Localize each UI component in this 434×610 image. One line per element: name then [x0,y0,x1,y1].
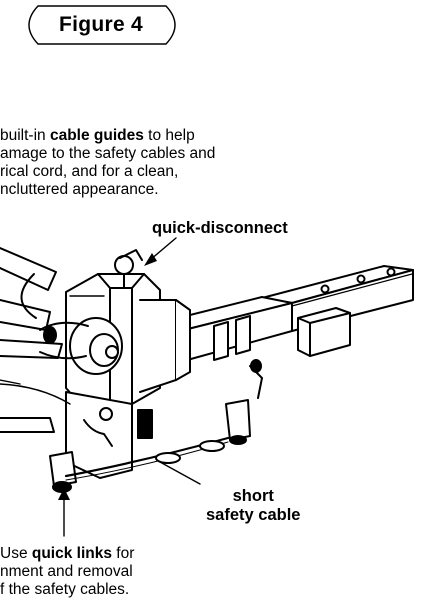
bracket-hole [99,407,113,421]
cable-guides-note-post: to help [143,127,195,144]
cable-guides-note-pre: built-in [0,127,50,144]
quick-links-term: quick links [31,545,112,562]
quick-disconnect-leader [149,237,177,261]
spring-bars [0,247,63,433]
short-safety-cable-label-line-2: safety cable [206,506,301,524]
quick-links-note-post: for [112,545,135,562]
tow-bar-hole [356,274,366,284]
quick-links-note-pre: Use [0,545,32,562]
quick-disconnect-label: quick-disconnect [152,219,288,237]
quick-links-note-line-2: nment and removal [0,563,133,580]
cable-guide-right [225,399,251,441]
tow-bar-hole [386,267,396,277]
short-safety-cable-label-line-1: short [232,487,274,505]
short-safety-cable-label: short safety cable [206,487,300,525]
cable-guides-note-line-2: amage to the safety cables and [0,145,216,162]
cable-guide-block [137,409,153,439]
quick-disconnect-knob [114,255,134,275]
head-assembly [39,249,191,407]
tow-bar-hole [320,284,330,294]
quick-links-note-line-1: Use quick links for [0,545,134,563]
cable-guides-note-line-3: rical cord, and for a clean, [0,163,179,180]
figure-badge: Figure 4 [16,4,186,46]
quick-links-note: Use quick links for nment and removal f … [0,545,134,599]
figure-title: Figure 4 [58,13,144,36]
cable-guides-term: cable guides [49,127,144,144]
lower-bracket [49,359,263,493]
cable-guide-left [49,451,77,487]
quick-links-note-line-3: f the safety cables. [0,581,130,598]
cable-guides-note: built-in cable guides to help amage to t… [0,127,215,199]
short-cable-leader [159,461,201,485]
figure-badge-outline [28,5,176,45]
cable-guides-note-line-4: ncluttered appearance. [0,181,159,198]
electrical-cord [0,383,71,405]
cable-guides-note-line-1: built-in cable guides to help [0,127,215,145]
short-safety-cable-drawing [64,436,230,481]
